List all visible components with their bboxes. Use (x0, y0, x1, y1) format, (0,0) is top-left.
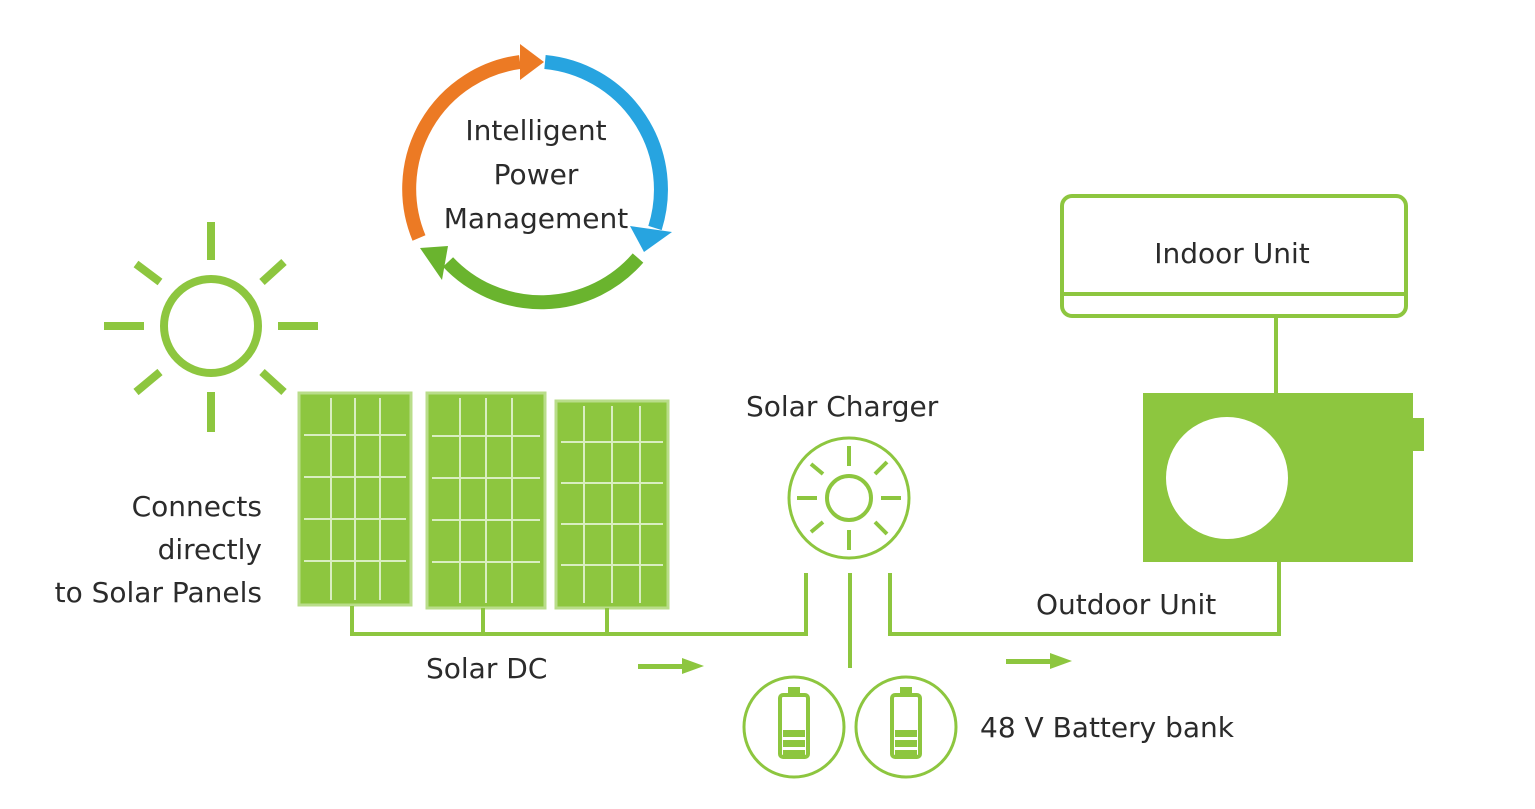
cycle-arrow-icon (402, 44, 672, 310)
cycle-label-line1: Intelligent (465, 114, 606, 147)
connects-label-line2: directly (158, 533, 262, 566)
fan-icon (1143, 393, 1424, 562)
connects-label-line1: Connects (132, 490, 262, 523)
outdoor-unit-label: Outdoor Unit (1036, 588, 1216, 621)
solar-charger-label: Solar Charger (746, 390, 939, 423)
battery-bank-label: 48 V Battery bank (980, 711, 1235, 744)
battery-icon (742, 675, 958, 779)
solar-panel-icon (297, 391, 670, 610)
indoor-unit-label: Indoor Unit (1154, 237, 1309, 270)
indoor-unit (1060, 194, 1408, 318)
sun-icon (104, 222, 318, 432)
solar-dc-label: Solar DC (426, 652, 547, 685)
cycle-label-line3: Management (444, 202, 628, 235)
wiring (350, 316, 1281, 668)
connects-label-line3: to Solar Panels (55, 576, 262, 609)
cycle-label-line2: Power (494, 158, 579, 191)
charger-sun-icon (787, 436, 911, 560)
flow-arrow-icon (638, 653, 1072, 674)
